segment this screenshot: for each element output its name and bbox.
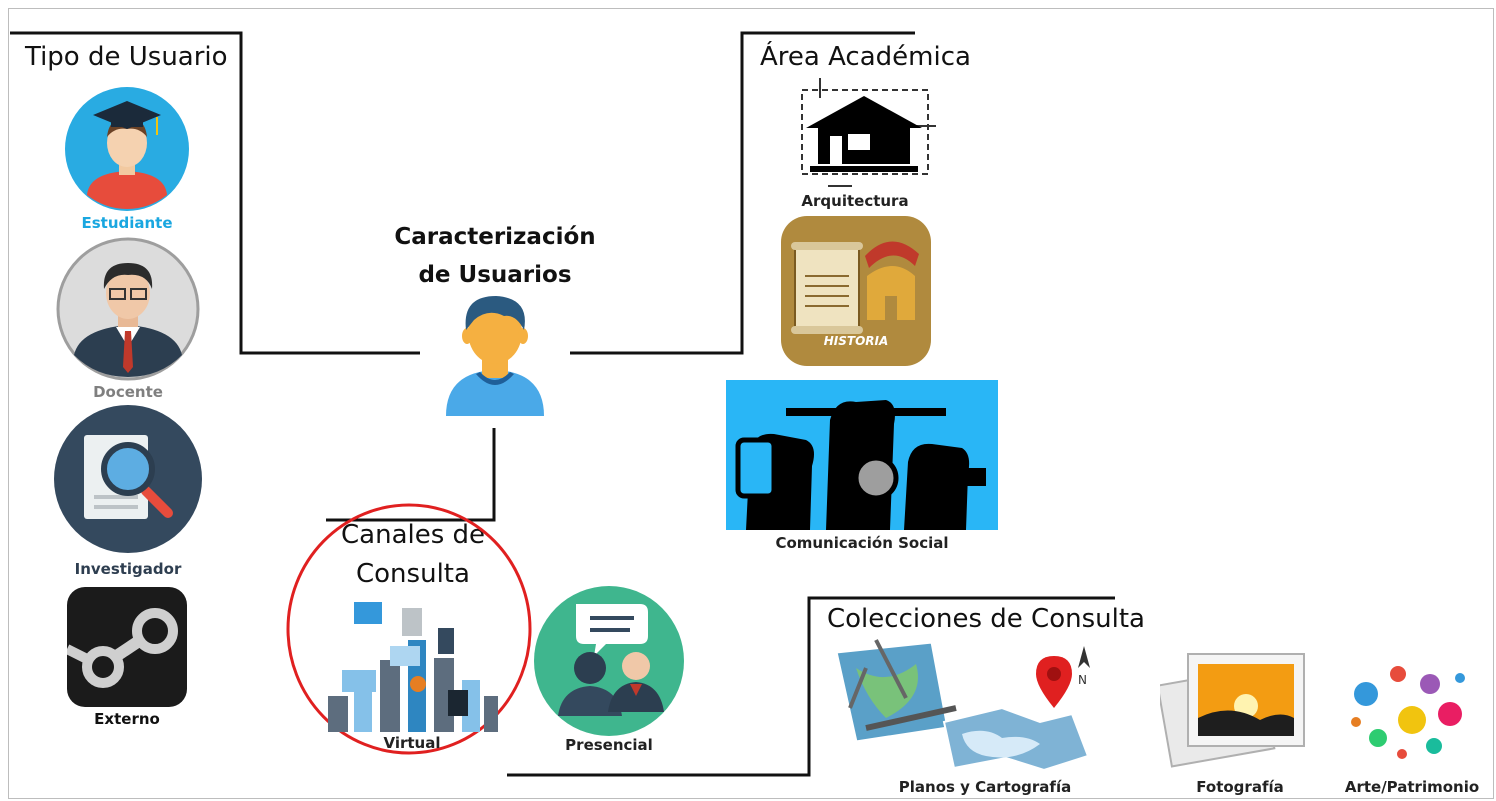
user-types-title: Tipo de Usuario <box>25 42 228 72</box>
diagram-frame <box>8 8 1494 799</box>
photo-icon <box>1160 653 1305 768</box>
raised-fists-icon <box>726 380 998 530</box>
academic-label-communication: Comunicación Social <box>775 534 949 552</box>
collections-title: Colecciones de Consulta <box>827 604 1145 634</box>
researcher-icon <box>54 405 202 553</box>
user-type-label-student: Estudiante <box>81 214 173 232</box>
house-blueprint-icon <box>801 78 936 187</box>
steam-icon <box>67 587 187 707</box>
user-type-label-teacher: Docente <box>93 383 163 401</box>
user-type-label-external: Externo <box>94 710 160 728</box>
virtual-highlight-circle <box>286 503 532 755</box>
collection-label-maps: Planos y Cartografía <box>898 778 1072 796</box>
student-icon <box>65 87 189 211</box>
collection-label-photography: Fotografía <box>1196 778 1284 796</box>
user-person-icon <box>446 296 544 416</box>
crowd-devices-icon <box>328 602 498 732</box>
channels-title-line1: Canales de <box>341 520 486 550</box>
center-title-line2: de Usuarios <box>418 262 572 288</box>
map-icon: N <box>834 639 1090 772</box>
channel-label-presencial: Presencial <box>565 736 653 754</box>
svg-text:N: N <box>1078 673 1087 687</box>
history-label: HISTORIA <box>823 334 889 348</box>
center-title-line1: Caracterización <box>394 224 596 250</box>
paint-splash-icon <box>1351 666 1465 759</box>
channels-title-line2: Consulta <box>356 559 470 589</box>
channel-label-virtual: Virtual <box>383 734 441 752</box>
teacher-icon <box>56 237 200 381</box>
history-icon: HISTORIA <box>781 216 931 366</box>
user-type-label-researcher: Investigador <box>74 560 182 578</box>
collection-label-art: Arte/Patrimonio <box>1344 778 1480 796</box>
academic-area-title: Área Académica <box>760 42 971 72</box>
meeting-icon <box>534 586 684 736</box>
center-title: Caracterización de Usuarios <box>380 218 610 294</box>
scroll-helmet-graphic <box>791 241 919 334</box>
academic-label-architecture: Arquitectura <box>801 192 909 210</box>
